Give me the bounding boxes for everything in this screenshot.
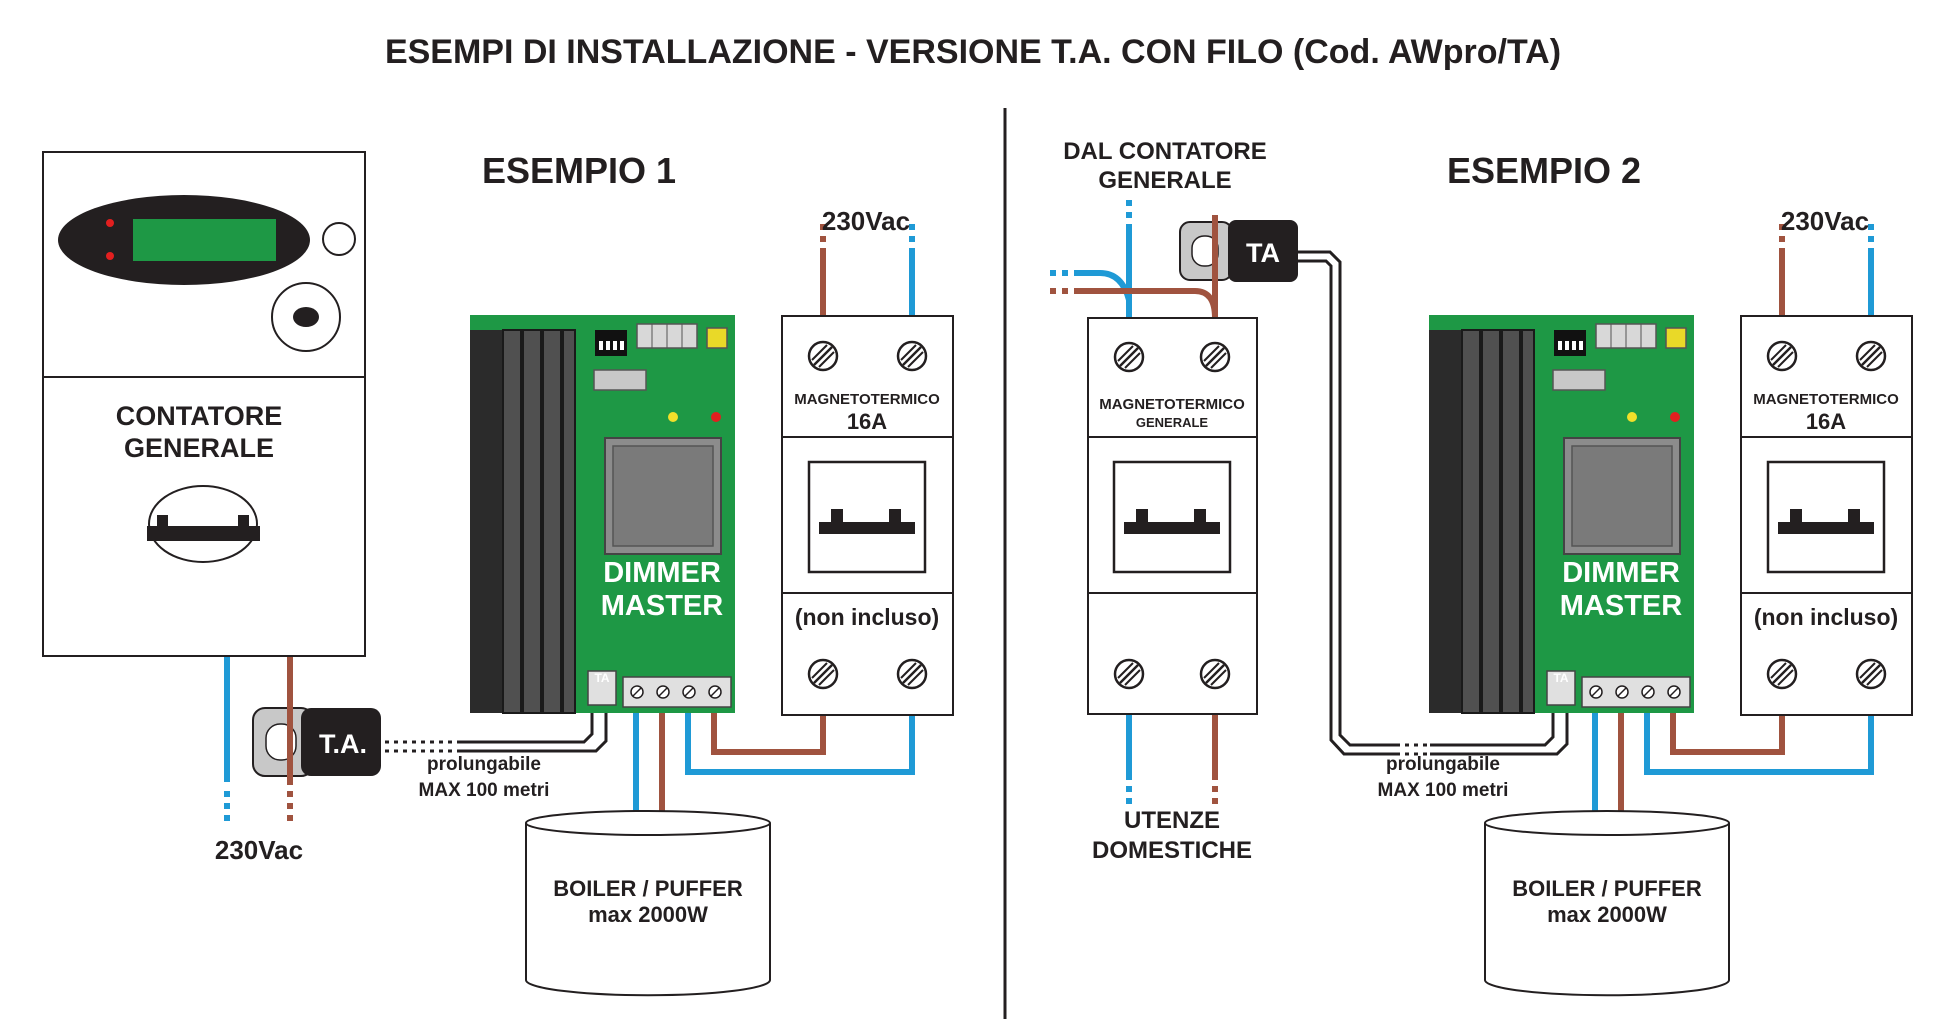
supply-top-label-1: 230Vac bbox=[822, 206, 910, 236]
meter-label-line1: CONTATORE bbox=[116, 401, 283, 431]
outgoing-label-line1: UTENZE bbox=[1124, 807, 1220, 834]
breaker-2-label-line2: 16A bbox=[1806, 409, 1846, 434]
boiler-2: BOILER / PUFFER max 2000W bbox=[1484, 810, 1730, 997]
breaker-2-label-line1: MAGNETOTERMICO bbox=[1753, 391, 1899, 408]
breaker-2-screw-icon bbox=[1766, 340, 1798, 372]
meter-switch-icon bbox=[147, 485, 260, 563]
breaker-16a-2: MAGNETOTERMICO 16A (non incluso) bbox=[1740, 315, 1913, 716]
breaker-1-note: (non incluso) bbox=[795, 604, 939, 630]
main-breaker-screw-icon bbox=[1113, 341, 1145, 373]
main-breaker-screw-icon bbox=[1113, 658, 1145, 690]
ta-clamp-2-label: TA bbox=[1246, 238, 1280, 268]
general-meter: CONTATORE GENERALE bbox=[42, 151, 366, 657]
example-1-heading: ESEMPIO 1 bbox=[482, 150, 676, 191]
dimmer-master-2: TA DIMMER MASTER bbox=[1429, 315, 1694, 713]
dimmer-2-label-line1: DIMMER bbox=[1562, 557, 1680, 589]
main-breaker-screw-icon bbox=[1199, 341, 1231, 373]
meter-label-line2: GENERALE bbox=[124, 433, 274, 463]
boiler-2-label-line2: max 2000W bbox=[1547, 902, 1667, 927]
dimmer-1-ta-terminal: TA bbox=[594, 671, 609, 685]
breaker-1-lever-icon bbox=[807, 460, 927, 574]
example-2: ESEMPIO 2 DAL CONTATORE GENERALE bbox=[1050, 138, 1913, 997]
breaker-1-screw-icon bbox=[807, 658, 839, 690]
outgoing-label-line2: DOMESTICHE bbox=[1092, 837, 1252, 864]
meter-lcd bbox=[133, 219, 276, 261]
breaker-1-label-line2: 16A bbox=[847, 409, 887, 434]
diagram-title: ESEMPI DI INSTALLAZIONE - VERSIONE T.A. … bbox=[385, 33, 1561, 71]
meter-round-button-icon bbox=[322, 222, 356, 256]
extension-label-line1: prolungabile bbox=[427, 754, 541, 775]
extension-2-label-line1: prolungabile bbox=[1386, 754, 1500, 775]
breaker-2-screw-icon bbox=[1855, 658, 1887, 690]
dimmer-master-1: TA DIMMER MASTER bbox=[470, 315, 735, 713]
breaker-1-screw-icon bbox=[807, 340, 839, 372]
main-breaker-screw-icon bbox=[1199, 658, 1231, 690]
extension-label-line2: MAX 100 metri bbox=[419, 780, 550, 801]
supply-top-label-2: 230Vac bbox=[1781, 206, 1869, 236]
breaker-1-screw-icon bbox=[896, 658, 928, 690]
supply-bottom-label: 230Vac bbox=[215, 835, 303, 865]
main-breaker-label-line2: GENERALE bbox=[1136, 415, 1209, 430]
example-2-ta-cable bbox=[1298, 250, 1569, 756]
ta-clamp-1-label: T.A. bbox=[319, 729, 367, 759]
breaker-1-screw-icon bbox=[896, 340, 928, 372]
dimmer-2-ta-terminal: TA bbox=[1553, 671, 1568, 685]
boiler-1-label-line2: max 2000W bbox=[588, 902, 708, 927]
example-1: ESEMPIO 1 bbox=[42, 150, 954, 997]
breaker-2-screw-icon bbox=[1766, 658, 1798, 690]
boiler-1-label-line1: BOILER / PUFFER bbox=[553, 876, 743, 901]
breaker-2-lever-icon bbox=[1766, 460, 1886, 574]
breaker-16a-1: MAGNETOTERMICO 16A (non incluso) bbox=[781, 315, 954, 716]
example-2-heading: ESEMPIO 2 bbox=[1447, 150, 1641, 191]
main-breaker-label-line1: MAGNETOTERMICO bbox=[1099, 396, 1245, 413]
ta-clamp-1: T.A. bbox=[252, 700, 381, 785]
incoming-label-line1: DAL CONTATORE bbox=[1063, 138, 1267, 165]
main-breaker: MAGNETOTERMICO GENERALE bbox=[1087, 317, 1258, 715]
example-1-ta-cable bbox=[380, 700, 608, 753]
breaker-2-note: (non incluso) bbox=[1754, 604, 1898, 630]
breaker-2-screw-icon bbox=[1855, 340, 1887, 372]
incoming-label-line2: GENERALE bbox=[1098, 167, 1231, 194]
boiler-1: BOILER / PUFFER max 2000W bbox=[525, 810, 771, 997]
ta-clamp-2: TA bbox=[1179, 215, 1298, 290]
boiler-2-label-line1: BOILER / PUFFER bbox=[1512, 876, 1702, 901]
main-breaker-lever-icon bbox=[1112, 460, 1232, 574]
breaker-1-label-line1: MAGNETOTERMICO bbox=[794, 391, 940, 408]
extension-2-label-line2: MAX 100 metri bbox=[1378, 780, 1509, 801]
dimmer-1-label-line2: MASTER bbox=[601, 590, 724, 622]
dimmer-2-label-line2: MASTER bbox=[1560, 590, 1683, 622]
dimmer-1-label-line1: DIMMER bbox=[603, 557, 721, 589]
